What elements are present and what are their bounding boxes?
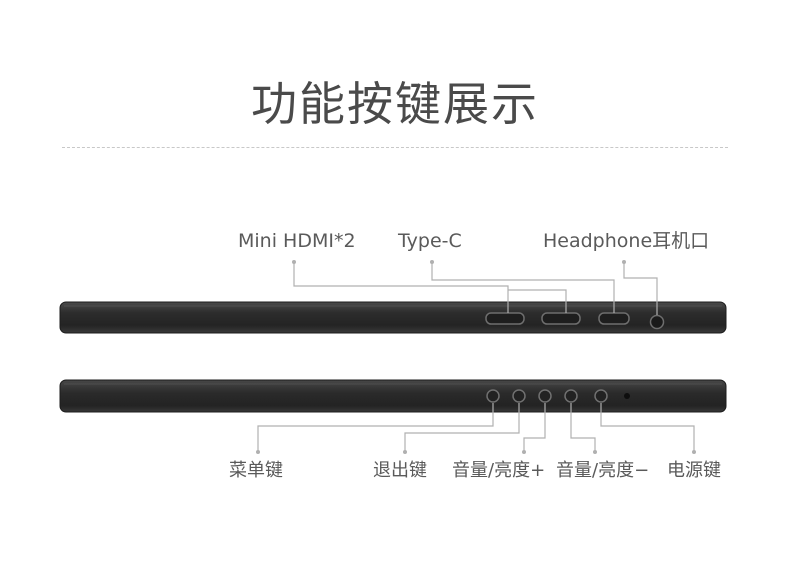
label-vol-bright-down: 音量/亮度− [556,460,650,481]
page-title: 功能按键展示 [251,77,539,131]
label-power-key: 电源键 [667,460,721,481]
leader-dot-power [692,450,696,454]
mini-hdmi-port-1 [485,312,525,325]
label-mini-hdmi: Mini HDMI*2 [238,230,356,252]
device-top-edge [59,301,727,334]
title-divider [62,147,728,148]
top-leader-lines [293,262,658,315]
type-c-port [598,312,630,325]
bottom-leader-lines [257,403,695,452]
device-bottom-edge [59,379,727,413]
headphone-jack [649,314,665,330]
mini-hdmi-port-2 [541,312,581,325]
back-button [512,389,526,403]
leader-dot-menu [256,450,260,454]
label-vol-bright-up: 音量/亮度+ [452,460,546,481]
leader-dot-vol-down [593,450,597,454]
leader-dot-back [403,450,407,454]
label-menu-key: 菜单键 [229,460,283,481]
indicator-led-icon [624,393,630,399]
leader-dot-vol-up [522,450,526,454]
power-button [594,389,608,403]
menu-button [486,389,500,403]
leader-dot-mini-hdmi [292,260,296,264]
label-back-key: 退出键 [373,460,427,481]
leader-dot-type-c [430,260,434,264]
label-type-c: Type-C [398,230,462,252]
leader-dot-headphone [622,260,626,264]
label-headphone: Headphone耳机口 [543,230,710,252]
volume-brightness-down-button [564,389,578,403]
volume-brightness-up-button [538,389,552,403]
